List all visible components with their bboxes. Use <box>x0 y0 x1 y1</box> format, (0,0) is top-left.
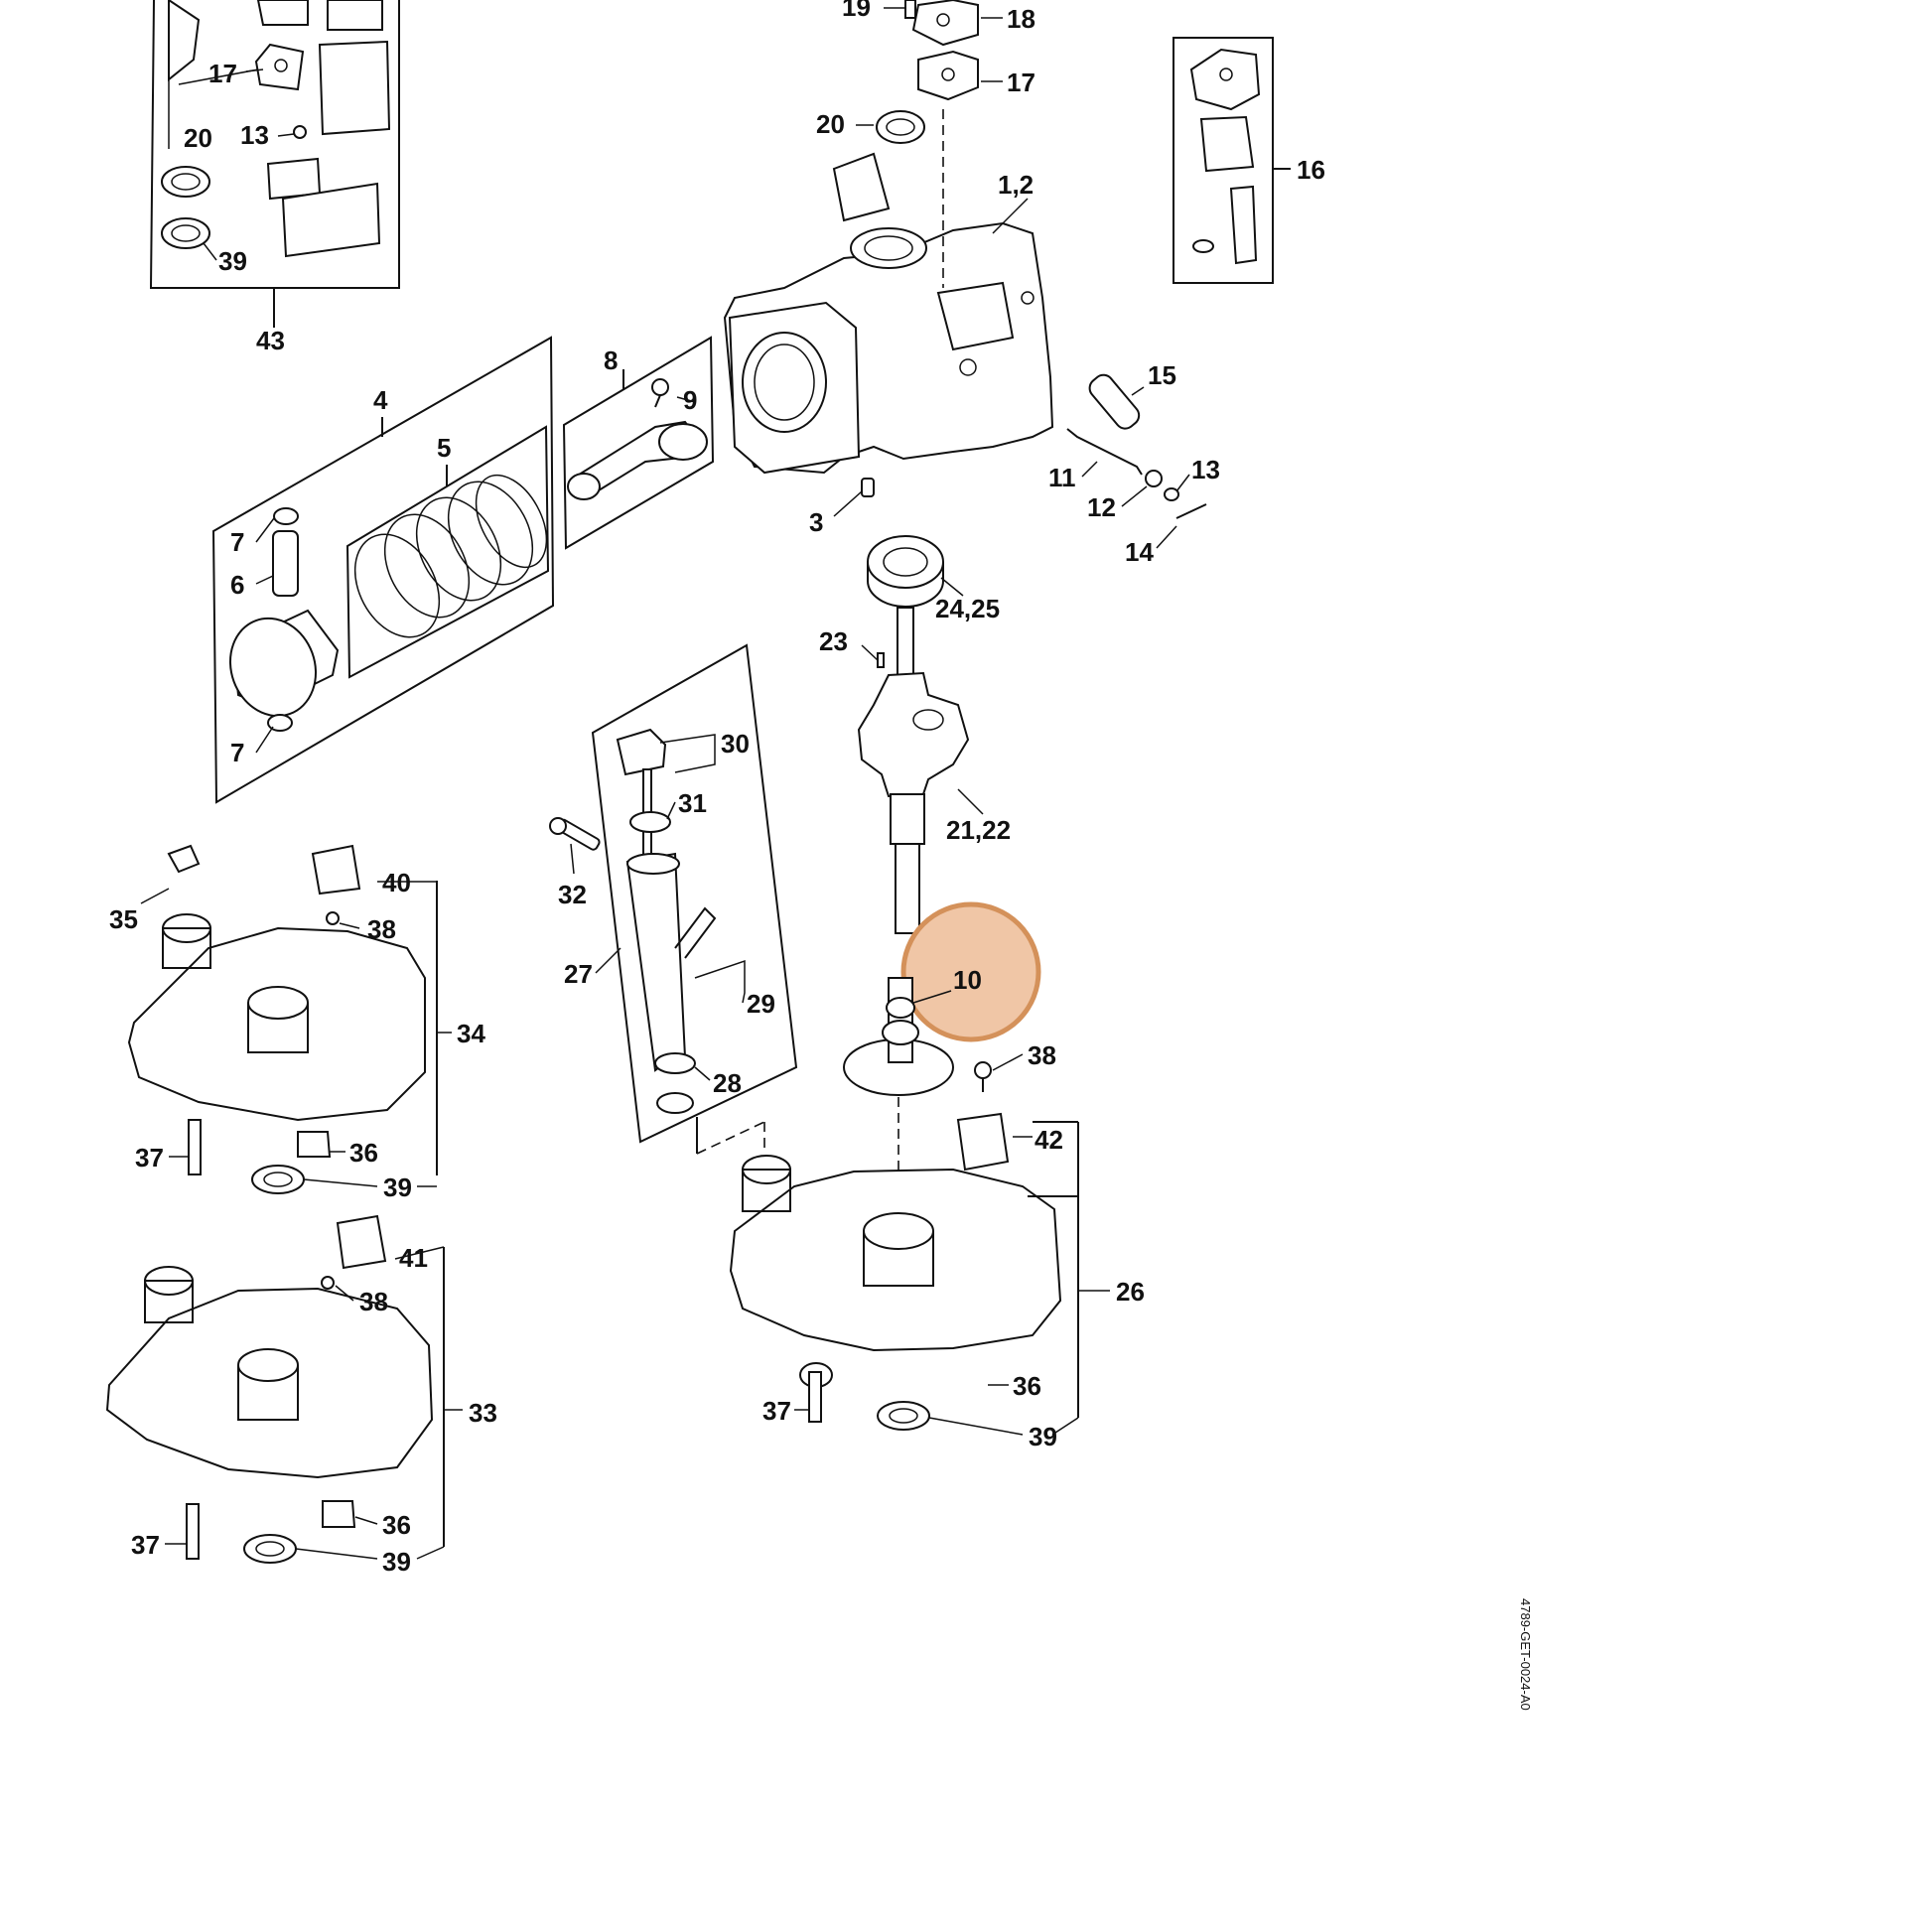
gasket-kit-43 <box>149 0 400 328</box>
label-39: 39 <box>382 1547 411 1577</box>
label-33: 33 <box>469 1398 497 1428</box>
cylinder-block-1-2 <box>723 152 1054 475</box>
crankcase-cover-33 <box>105 1214 445 1564</box>
label-15: 15 <box>1148 360 1176 390</box>
label-18: 18 <box>1007 4 1035 34</box>
label-38: 38 <box>1028 1040 1056 1070</box>
label-40: 40 <box>382 868 411 897</box>
camshaft-10 <box>843 977 992 1096</box>
label-27: 27 <box>564 959 593 989</box>
label-4: 4 <box>373 385 388 415</box>
highlight-marker <box>900 901 1041 1042</box>
label-26: 26 <box>1116 1277 1145 1307</box>
label-35: 35 <box>109 904 138 934</box>
valve-parts-top <box>876 0 979 144</box>
label-39: 39 <box>1029 1422 1057 1451</box>
label-36: 36 <box>382 1510 411 1540</box>
label-8: 8 <box>604 345 618 375</box>
label-13: 13 <box>240 120 269 150</box>
crankshaft-21-22 <box>857 607 970 934</box>
label-30: 30 <box>721 729 750 759</box>
piston-kit-4 <box>211 336 555 804</box>
label-7: 7 <box>230 738 244 767</box>
label-37: 37 <box>131 1530 160 1560</box>
label-12: 12 <box>1087 492 1116 522</box>
label-34: 34 <box>457 1019 485 1048</box>
label-31: 31 <box>678 788 707 818</box>
label-23: 23 <box>819 626 848 656</box>
label-20: 20 <box>184 123 212 153</box>
label-6: 6 <box>230 570 244 600</box>
label-41: 41 <box>399 1243 428 1273</box>
label-24-25: 24,25 <box>935 594 1000 623</box>
label-7: 7 <box>230 527 244 557</box>
label-5: 5 <box>437 433 451 463</box>
connecting-rod-8 <box>562 336 715 550</box>
label-39: 39 <box>383 1173 412 1202</box>
drawing-code: 4789-GET-0024-A0 <box>1518 1598 1533 1711</box>
label-37: 37 <box>135 1143 164 1173</box>
label-10: 10 <box>953 965 982 995</box>
label-38: 38 <box>359 1287 388 1316</box>
label-36: 36 <box>1013 1371 1041 1401</box>
label-1-2: 1,2 <box>998 170 1034 200</box>
crankcase-cover-26 <box>729 1097 1079 1431</box>
label-37: 37 <box>762 1396 791 1426</box>
leader-lines <box>140 7 1190 1560</box>
callout-labels: 19 18 17 17 20 20 13 39 43 1,2 16 4 5 8 … <box>109 0 1533 1711</box>
label-43: 43 <box>256 326 285 355</box>
label-17: 17 <box>208 59 237 88</box>
label-14: 14 <box>1125 537 1154 567</box>
label-39: 39 <box>218 246 247 276</box>
label-16: 16 <box>1297 155 1325 185</box>
label-20: 20 <box>816 109 845 139</box>
label-28: 28 <box>713 1068 742 1098</box>
bearing-24-25 <box>867 535 944 608</box>
label-36: 36 <box>349 1138 378 1168</box>
label-32: 32 <box>558 880 587 909</box>
crankcase-cover-34 <box>127 844 438 1194</box>
label-42: 42 <box>1035 1125 1063 1155</box>
label-29: 29 <box>747 989 775 1019</box>
label-19: 19 <box>842 0 871 22</box>
label-13: 13 <box>1191 455 1220 484</box>
label-3: 3 <box>809 507 823 537</box>
small-parts-right <box>861 373 1207 519</box>
label-38: 38 <box>367 914 396 944</box>
kit-16 <box>1173 37 1291 284</box>
label-21-22: 21,22 <box>946 815 1011 845</box>
dipstick-assembly <box>549 643 798 1155</box>
label-17: 17 <box>1007 68 1035 97</box>
label-11: 11 <box>1048 463 1076 492</box>
